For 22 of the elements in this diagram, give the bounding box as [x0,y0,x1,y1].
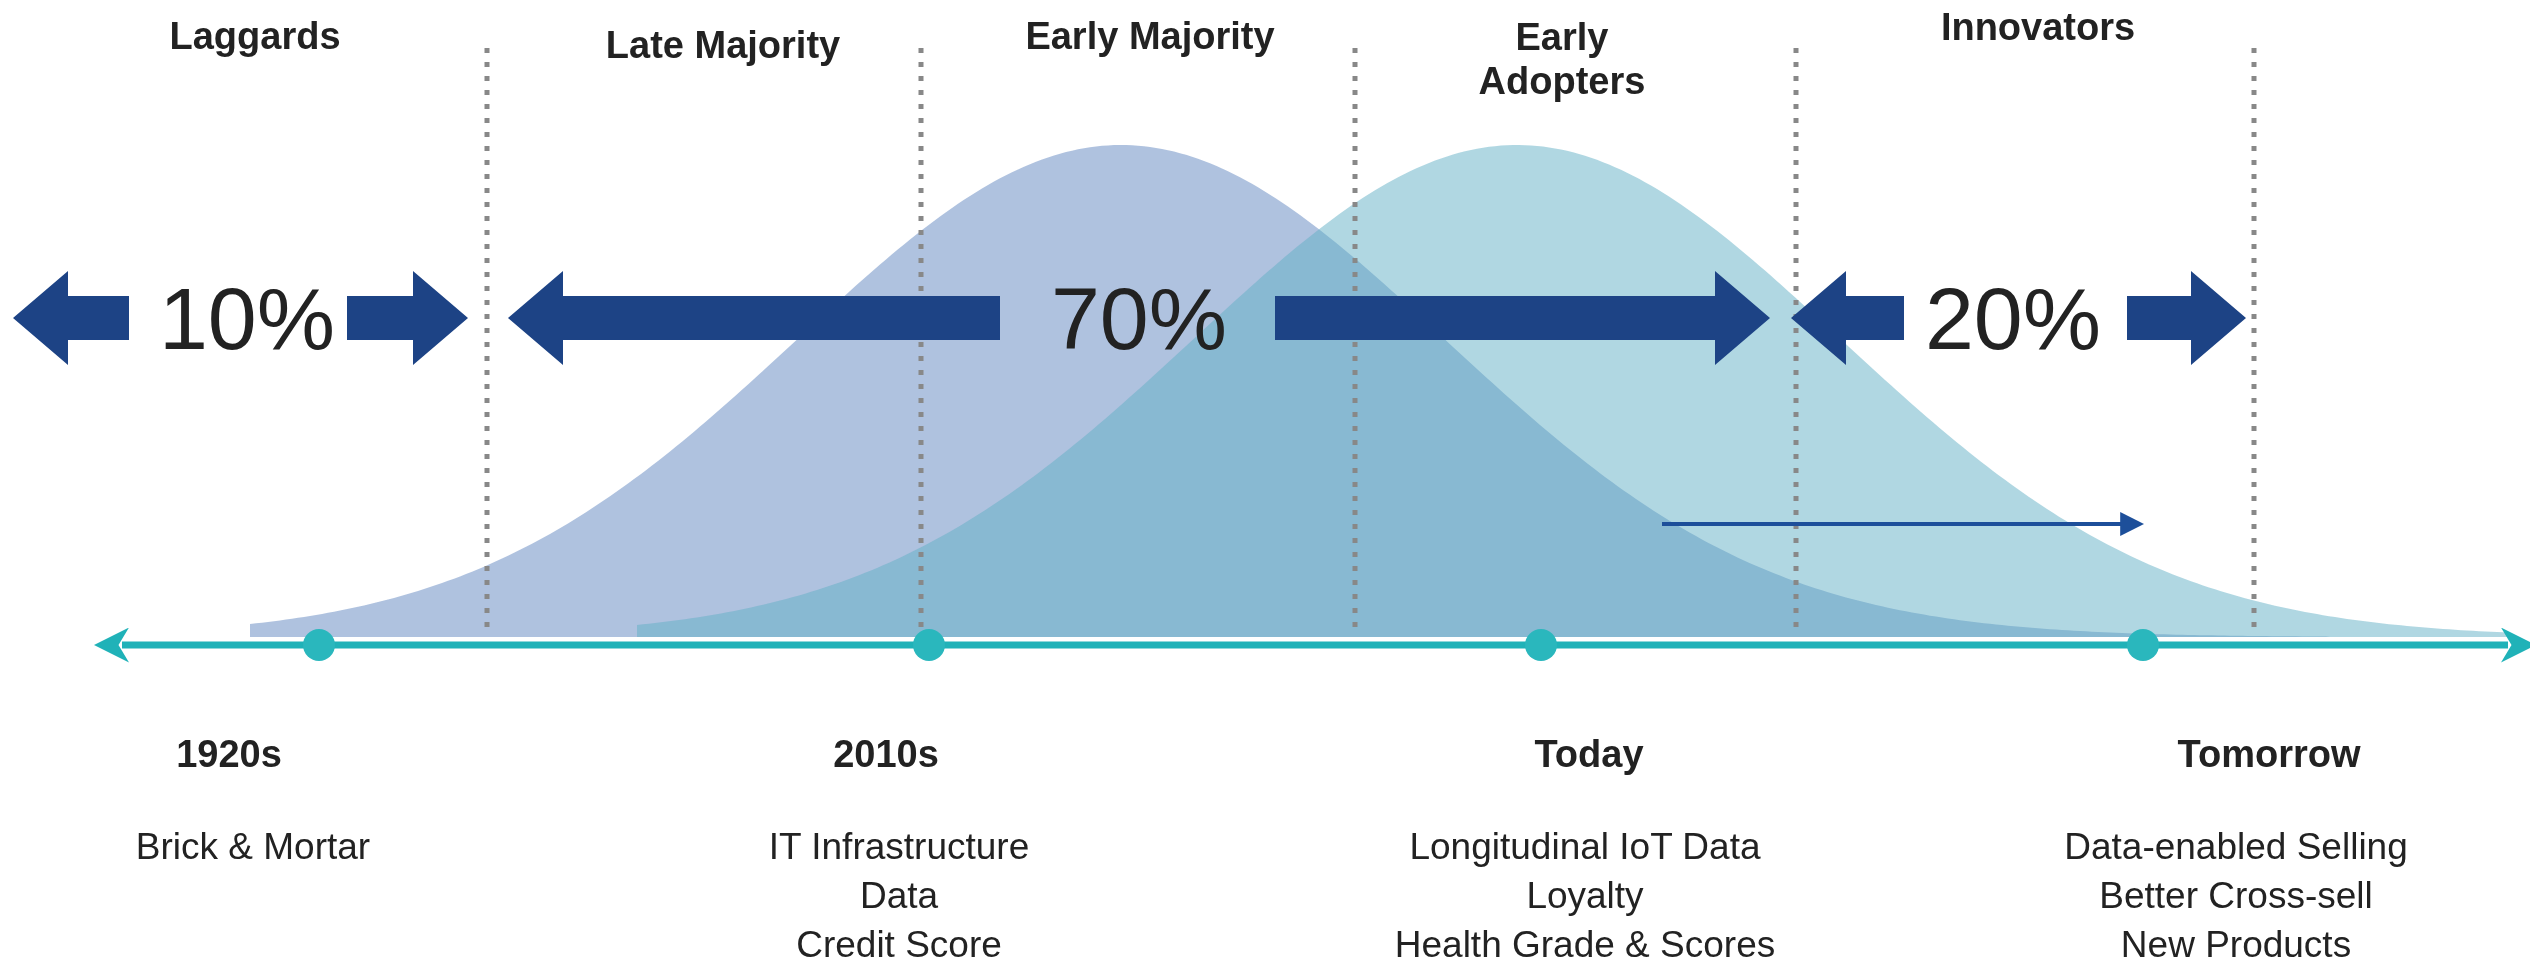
segment-heading: Early Adopters [1477,16,1647,104]
segment-heading: Early Majority [1025,15,1275,59]
percentage-label: 10% [158,275,336,363]
era-description: Credit Score [796,925,1002,966]
era-description: New Products [2120,925,2352,966]
segment-heading: Laggards [169,15,341,59]
era-description: Data [859,876,939,917]
segment-heading: Late Majority [605,24,841,68]
era-description: IT Infrastructure [768,827,1030,868]
era-label: Today [1534,733,1644,777]
era-description: Better Cross-sell [2099,876,2373,917]
era-description: Longitudinal IoT Data [1409,827,1761,868]
era-label: 1920s [176,733,282,777]
era-label: Tomorrow [2177,733,2361,777]
era-description: Brick & Mortar [135,827,371,868]
segment-heading: Innovators [1940,6,2136,50]
percentage-label: 20% [1924,275,2102,363]
era-label: 2010s [833,733,939,777]
percentage-label: 70% [1050,275,1228,363]
era-description: Loyalty [1526,876,1644,917]
era-description: Health Grade & Scores [1394,925,1776,966]
era-description: Data-enabled Selling [2064,827,2408,868]
